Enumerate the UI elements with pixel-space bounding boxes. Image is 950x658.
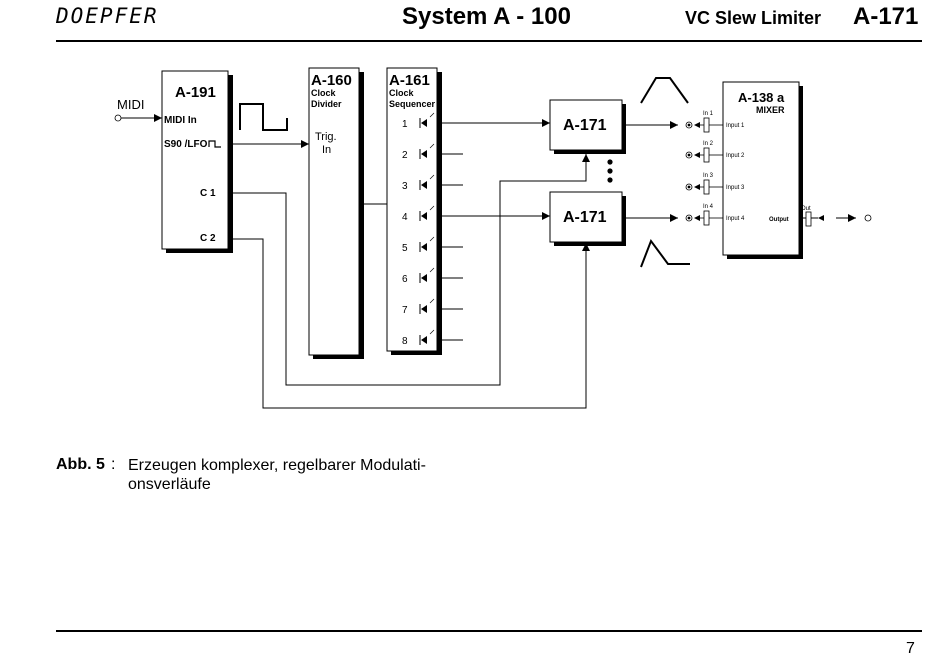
- input-slider-icon: [703, 210, 710, 226]
- step-led-icon: [419, 174, 435, 190]
- mixer-out-label: Out: [801, 206, 811, 212]
- input-label: Input 4: [726, 216, 745, 222]
- input-slider-icon: [703, 117, 710, 133]
- a160-in-label: In: [322, 144, 331, 156]
- step-number: 8: [402, 336, 408, 347]
- page-header: DOEPFER System A - 100 VC Slew Limiter A…: [0, 0, 950, 44]
- step-number: 5: [402, 243, 408, 254]
- midi-jack-icon: [114, 114, 122, 122]
- input-slider-icon: [703, 147, 710, 163]
- module-a161: A-161 Clock Sequencer 1 2 3 4 5 6 7 8: [386, 67, 463, 355]
- step-number: 2: [402, 150, 408, 161]
- mixer-out-slider-icon: [805, 211, 812, 227]
- module-a191: A-191 MIDI In S90 /LFO C 1 C 2: [161, 70, 233, 253]
- step-led-icon: [419, 205, 435, 221]
- output-jack-icon: [864, 214, 872, 222]
- square-wave-icon: [208, 140, 221, 148]
- a191-midi-in-label: MIDI In: [164, 115, 197, 126]
- brand-logo: DOEPFER: [56, 4, 159, 28]
- trapezoid-envelope-icon: [640, 77, 689, 104]
- a191-title: A-191: [175, 84, 216, 101]
- a138-subtitle: MIXER: [756, 105, 785, 115]
- mixer-input-row: In 2 Input 2: [685, 141, 745, 163]
- module-a138a: A-138 a MIXER Output: [722, 81, 803, 259]
- mixer-output-section: Out: [799, 206, 872, 227]
- a191-c1-label: C 1: [200, 188, 216, 199]
- step-led-icon: [419, 329, 435, 345]
- in-label: In 1: [703, 111, 714, 117]
- a171-bottom-title: A-171: [563, 209, 607, 226]
- a161-title: A-161: [389, 72, 430, 89]
- module-subtitle: VC Slew Limiter: [685, 8, 822, 28]
- header-rule: [56, 40, 922, 42]
- page-number: 7: [906, 640, 915, 657]
- step-led-icon: [419, 267, 435, 283]
- step-number: 7: [402, 305, 408, 316]
- step-led-icon: [419, 298, 435, 314]
- a161-line2: Sequencer: [389, 99, 436, 109]
- c2-to-a171-bottom-cv-cable: [228, 238, 590, 409]
- a171-top-title: A-171: [563, 117, 607, 134]
- mixer-input-row: In 4 Input 4: [685, 204, 745, 226]
- in-label: In 4: [703, 204, 714, 210]
- mixer-inputs: In 1 Input 1 In 2 Input 2 In 3 Input 3 In 4 Inp…: [685, 111, 745, 226]
- module-a171-top: A-171: [549, 99, 626, 154]
- a160-line2: Divider: [311, 99, 342, 109]
- clock-wave-icon: [239, 103, 288, 131]
- ellipsis-dots: [607, 159, 613, 183]
- a161-line1: Clock: [389, 88, 415, 98]
- module-a160: A-160 Clock Divider Trig. In: [308, 67, 364, 359]
- step-led-icon: [419, 112, 435, 128]
- step-led-icon: [419, 236, 435, 252]
- module-id: A-171: [853, 3, 919, 30]
- mixer-input-row: In 3 Input 3: [685, 173, 745, 195]
- system-title: System A - 100: [402, 3, 571, 30]
- step-number: 3: [402, 181, 408, 192]
- step-number: 1: [402, 119, 408, 130]
- sequencer-steps: 1 2 3 4 5 6 7 8: [402, 112, 463, 347]
- footer-rule: [56, 630, 922, 632]
- mixer-input-row: In 1 Input 1: [685, 111, 745, 133]
- slew-envelope-icon: [640, 238, 690, 268]
- step-number: 4: [402, 212, 408, 223]
- step-led-icon: [419, 143, 435, 159]
- in-label: In 3: [703, 173, 714, 179]
- module-a171-bottom: A-171: [549, 191, 626, 246]
- a160-title: A-160: [311, 72, 352, 89]
- out-jack-arrow-icon: [818, 215, 824, 221]
- input-label: Input 3: [726, 185, 745, 191]
- input-label: Input 2: [726, 153, 745, 159]
- a138-title: A-138 a: [738, 90, 785, 105]
- a191-s90-lfo-label: S90 /LFO: [164, 139, 208, 150]
- a191-c2-label: C 2: [200, 233, 216, 244]
- figure-caption-label: Abb. 5: [56, 456, 105, 473]
- step-number: 6: [402, 274, 408, 285]
- c1-to-a171-top-cv-cable: [228, 154, 590, 386]
- figure-caption-colon: :: [111, 456, 116, 473]
- input-label: Input 1: [726, 123, 745, 129]
- midi-label: MIDI: [117, 97, 144, 112]
- figure-caption-text: Erzeugen komplexer, regelbarer Modulati-…: [128, 457, 426, 493]
- input-slider-icon: [703, 179, 710, 195]
- a160-line1: Clock: [311, 88, 337, 98]
- a138-output-label: Output: [769, 217, 789, 223]
- in-label: In 2: [703, 141, 714, 147]
- a160-trig-label: Trig.: [315, 131, 337, 143]
